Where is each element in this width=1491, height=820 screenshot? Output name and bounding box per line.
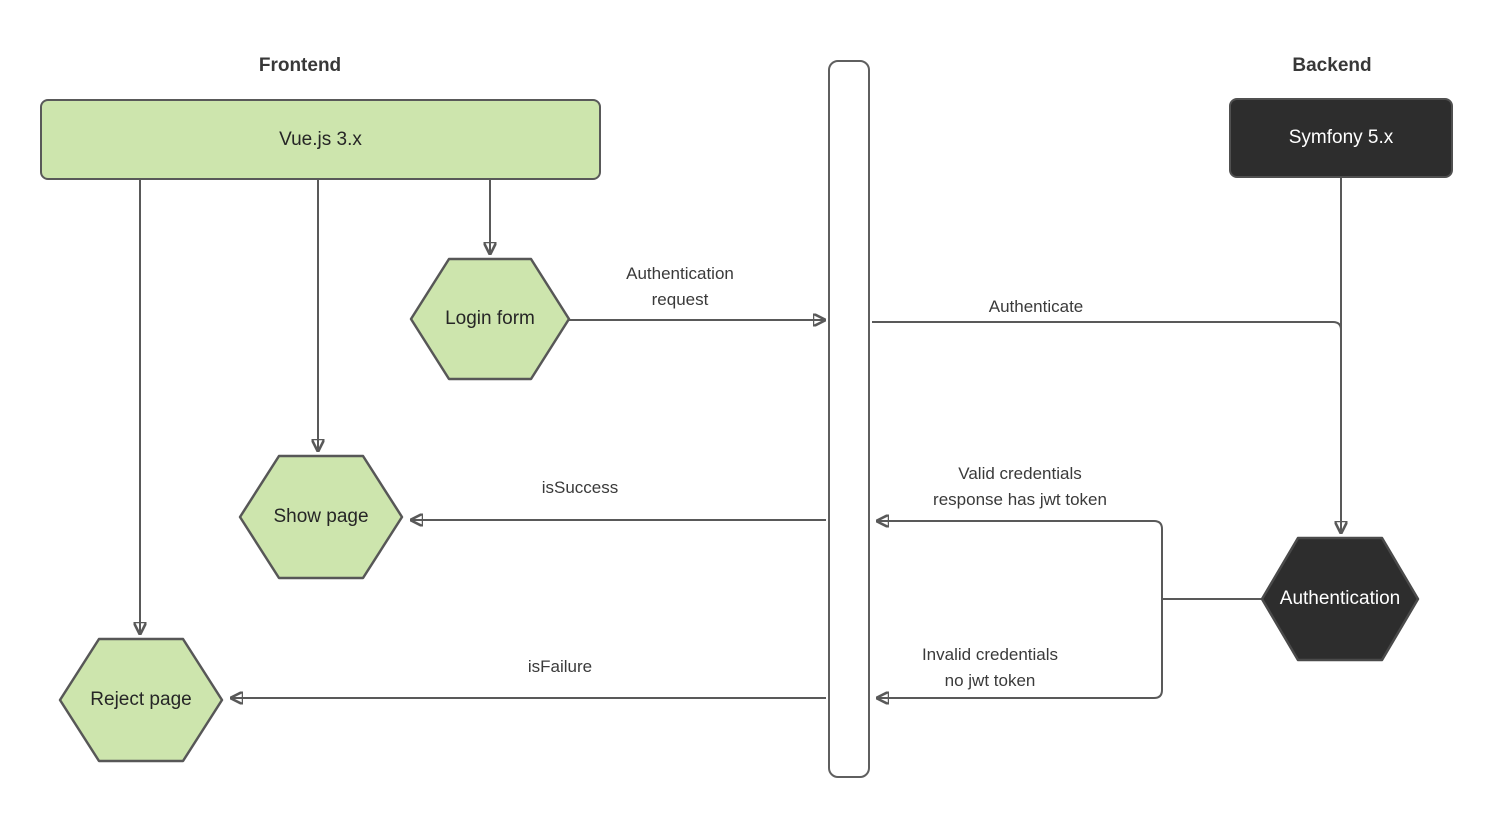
reject-page-hexagon-shape [58, 637, 224, 763]
frontend-header: Frontend [258, 55, 342, 76]
node-symfony: Symfony 5.x [1229, 98, 1453, 178]
node-reject-page: Reject page [58, 637, 224, 763]
node-authentication: Authentication [1260, 536, 1420, 662]
node-login-form-label: Login form [445, 308, 535, 329]
edge-label-is-success: isSuccess [541, 478, 619, 497]
node-login-form: Login form [409, 257, 571, 381]
edge-label-valid-credentials: Valid credentials response has jwt token [933, 464, 1107, 509]
arrow-valid-credentials-to-bar [878, 521, 1163, 599]
node-authentication-label: Authentication [1279, 588, 1401, 609]
lifeline-bar [828, 60, 870, 778]
node-symfony-label: Symfony 5.x [1288, 127, 1394, 148]
authentication-hexagon-shape [1260, 536, 1420, 662]
show-page-hexagon-shape [238, 454, 404, 580]
line-bar-authenticate [872, 321, 1342, 331]
edge-label-invalid-credentials: Invalid credentials no jwt token [921, 645, 1059, 690]
node-vue-label: Vue.js 3.x [279, 128, 362, 150]
backend-header: Backend [1292, 55, 1372, 76]
edge-label-authenticate: Authenticate [988, 297, 1084, 316]
node-show-page-label: Show page [273, 506, 369, 527]
login-form-hexagon-shape [409, 257, 571, 381]
node-reject-page-label: Reject page [90, 689, 192, 710]
arrow-invalid-credentials-to-bar [878, 599, 1163, 698]
edge-label-authentication-request: Authentication request [626, 264, 734, 309]
node-show-page: Show page [238, 454, 404, 580]
node-vue: Vue.js 3.x [40, 99, 601, 180]
edge-label-is-failure: isFailure [527, 657, 593, 676]
